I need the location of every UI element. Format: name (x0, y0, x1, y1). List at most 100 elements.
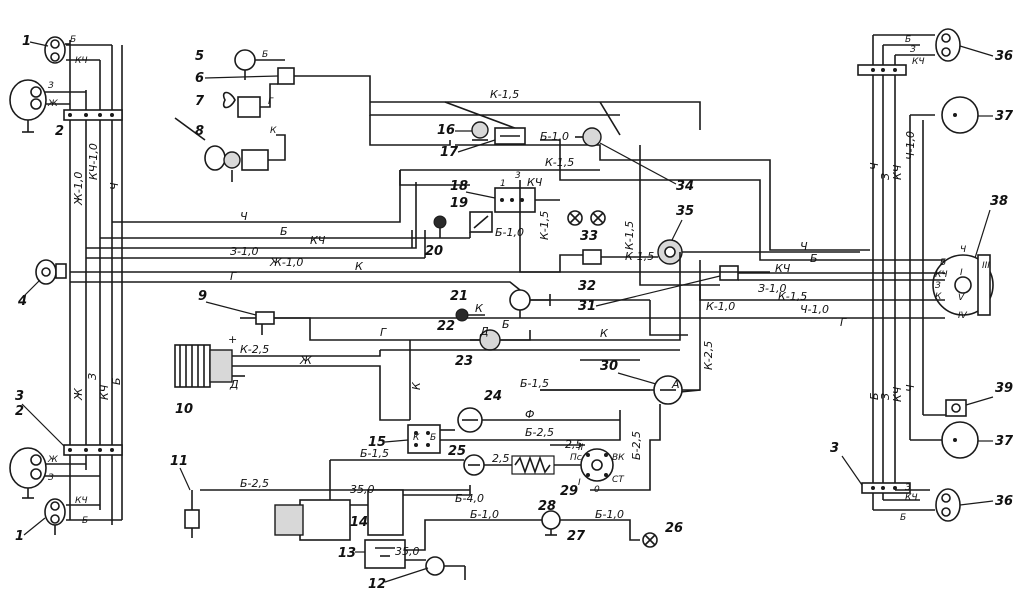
wire-label: Б-1,0 (470, 508, 499, 521)
num-38: 38 (990, 194, 1008, 209)
terminal-label: Б (430, 433, 436, 443)
wire-label: КЧ (527, 176, 543, 189)
terminal-label: I (960, 268, 963, 278)
num-16: 16 (437, 123, 455, 138)
wire-label: Б-2,5 (525, 426, 554, 439)
wire-label: Б (810, 252, 818, 265)
wire-label: К (600, 327, 609, 340)
num-8: 8 (195, 124, 204, 139)
num-37-bottom: 37 (995, 434, 1014, 449)
num-35: 35 (676, 204, 694, 219)
switch-19 (470, 212, 492, 232)
wire-label: К-1,5 (625, 250, 654, 263)
sensor-9 (240, 312, 274, 335)
wire-label: 35,0 (395, 545, 420, 558)
wire-label: КЧ (912, 57, 925, 67)
wire-label: К (270, 126, 277, 136)
terminal-label: Д (229, 378, 239, 391)
num-3-right: 3 (830, 441, 839, 456)
num-14: 14 (350, 515, 368, 530)
wire-label: Г (840, 316, 847, 329)
wire-label: К (355, 260, 364, 273)
num-2-top: 2 (55, 124, 64, 139)
terminal-label: 0 (594, 485, 600, 495)
terminal-label: + (228, 333, 237, 346)
num-24: 24 (484, 389, 502, 404)
wire-label: Ж (47, 455, 58, 465)
num-17: 17 (440, 145, 459, 160)
num-23: 23 (455, 354, 473, 369)
terminal-label: А (671, 378, 680, 391)
wire-label: Ж-1,0 (269, 256, 303, 269)
wire-label: З (910, 45, 916, 55)
wire-label: КЧ (775, 262, 791, 275)
terminal-label: К (935, 292, 942, 302)
wire-label: Ч (800, 240, 808, 253)
wire-label: З (86, 373, 99, 380)
lamp-20 (434, 216, 446, 238)
wire-label: Ч (108, 182, 121, 190)
wire-label: Ч-1,0 (904, 131, 917, 160)
terminal-label: КЧ (935, 270, 948, 280)
wire-label: К-1,5 (538, 211, 551, 240)
wire-label: Г (268, 97, 274, 107)
wire-label: Б-2,5 (240, 477, 269, 490)
wire-label: Б (262, 50, 268, 60)
rear-left-headlamp (10, 448, 46, 498)
terminal-label: IV (958, 311, 968, 321)
fuse-25 (464, 455, 484, 475)
ignition-switch (581, 449, 613, 481)
num-6: 6 (195, 71, 204, 86)
terminal-label: Б (940, 258, 946, 268)
front-left-headlamp (10, 80, 46, 132)
right-headlamp-top (942, 97, 978, 133)
wire-label: Г (230, 270, 237, 283)
wire-label: КЧ (75, 56, 88, 66)
num-13: 13 (338, 546, 356, 561)
wire-label: К-2,5 (702, 341, 715, 370)
num-2-bottom: 2 (15, 404, 24, 419)
resistor-28 (512, 456, 554, 474)
terminal-label: 1 (500, 179, 506, 189)
fan-switch-block (278, 68, 620, 115)
num-12: 12 (368, 577, 386, 592)
wire-label: Б (280, 225, 288, 238)
wire-label: Ж (299, 354, 313, 367)
terminal-label: Пс (570, 453, 582, 463)
wire-label: Б-1,0 (540, 130, 569, 143)
windshield-wiper-motor (175, 118, 285, 182)
num-29: 29 (560, 484, 578, 499)
wire-label: КЧ (98, 384, 111, 400)
num-1-bottom: 1 (15, 529, 24, 544)
wire-label: З (48, 81, 54, 91)
num-10: 10 (175, 402, 193, 417)
wire-label: Б-1,5 (360, 447, 389, 460)
rear-left-marker-lamp (45, 499, 65, 535)
num-26: 26 (665, 521, 683, 536)
num-27: 27 (567, 529, 586, 544)
wire-label: К-1,5 (623, 221, 636, 250)
wire-label: К-2,5 (240, 343, 269, 356)
num-11: 11 (170, 454, 188, 469)
horn-relay-27 (542, 511, 560, 535)
rear-right-marker-lamp-bottom (936, 489, 960, 521)
wire-label: Г (380, 326, 387, 339)
wire-label: Б-2,5 (630, 431, 643, 460)
num-36-bottom: 36 (995, 494, 1013, 509)
wire-label: Ч (904, 384, 917, 392)
gauge-21 (510, 290, 550, 318)
front-left-marker-lamp (45, 37, 70, 63)
generator (175, 345, 410, 420)
num-19: 19 (450, 196, 468, 211)
num-7: 7 (195, 94, 205, 109)
starter (275, 490, 403, 540)
wire-label: Ф (525, 408, 534, 421)
num-32: 32 (578, 279, 596, 294)
wire-label: 35,0 (350, 483, 375, 496)
indicator-34 (575, 128, 601, 146)
wire-label: К (410, 381, 423, 390)
terminal-label: II (578, 443, 584, 453)
num-31: 31 (578, 299, 596, 314)
wire-label: Б (900, 513, 906, 523)
